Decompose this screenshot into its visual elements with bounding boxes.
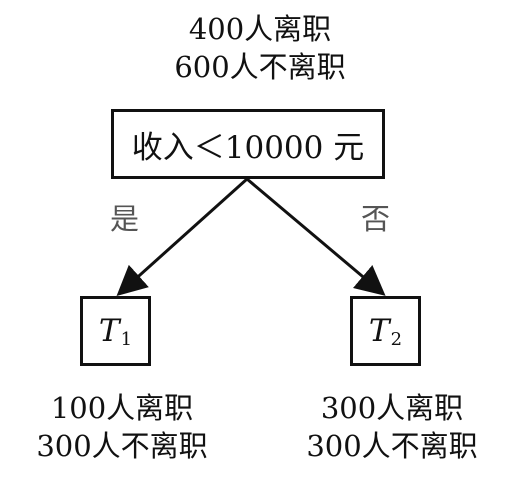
leaf-t2-name: T bbox=[368, 313, 390, 349]
leaf-t1-subscript: 1 bbox=[120, 328, 133, 350]
leaf-t2-stats-line1: 300人离职 bbox=[320, 391, 464, 425]
yes-branch-label: 是 bbox=[110, 202, 140, 236]
leaf-t1-name: T bbox=[98, 313, 120, 349]
leaf-t2-subscript: 2 bbox=[390, 328, 403, 350]
leaf-t2-stats: 300人离职 300人不离职 bbox=[292, 389, 492, 465]
leaf-t1-stats: 100人离职 300人不离职 bbox=[22, 389, 222, 465]
leaf-t1-stats-line1: 100人离职 bbox=[50, 391, 194, 425]
leaf-t1-stats-line2: 300人不离职 bbox=[36, 429, 208, 463]
root-stats-line1: 400人离职 bbox=[188, 12, 332, 46]
root-stats-line2: 600人不离职 bbox=[174, 50, 346, 84]
leaf-t2-stats-line2: 300人不离职 bbox=[306, 429, 478, 463]
root-condition-node: 收入＜10000 元 bbox=[111, 109, 385, 179]
yes-edge-arrow bbox=[116, 177, 249, 297]
no-branch-label: 否 bbox=[361, 202, 391, 236]
root-stats: 400人离职 600人不离职 bbox=[155, 10, 365, 86]
root-condition-label: 收入＜10000 元 bbox=[131, 129, 365, 166]
no-edge-arrow bbox=[246, 177, 386, 296]
